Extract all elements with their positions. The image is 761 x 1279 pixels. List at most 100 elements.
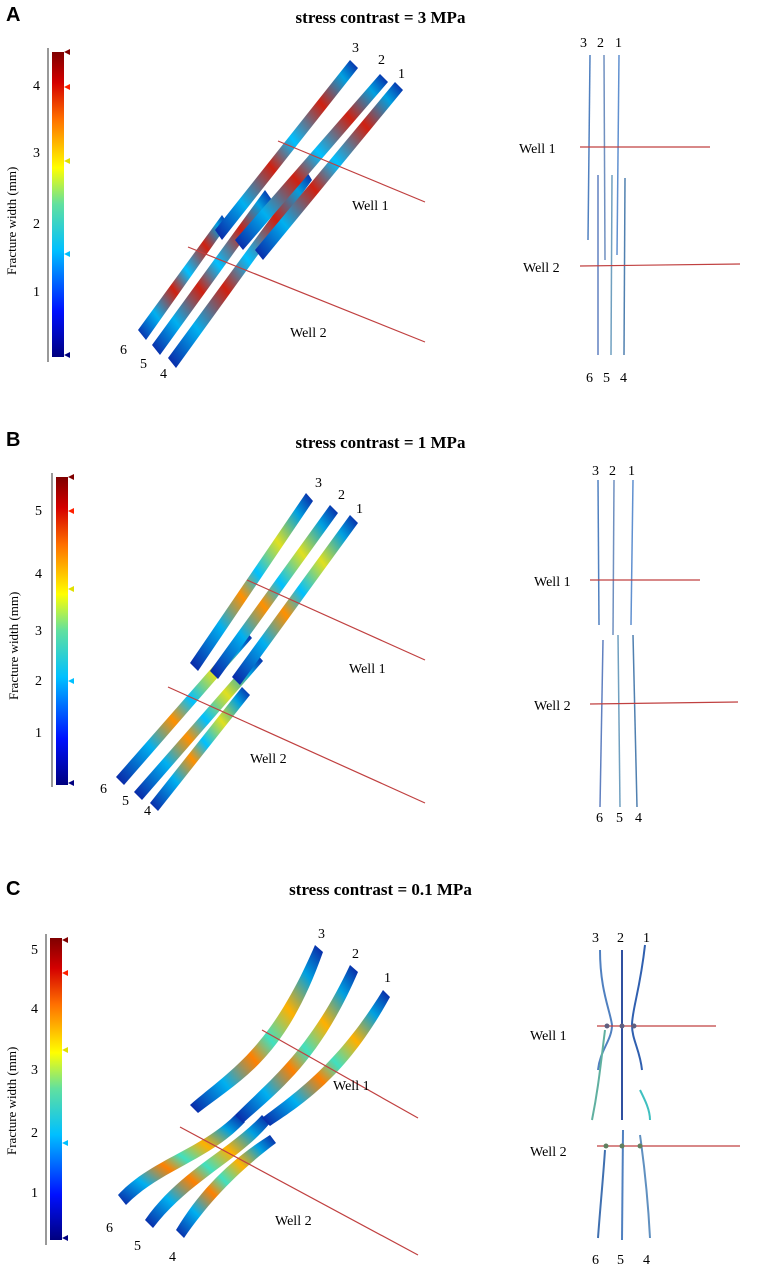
side-label: 1 [643,931,650,946]
side-label: 5 [616,811,623,826]
side-label: 6 [592,1253,599,1268]
side-well-2-line [579,263,741,267]
tick-label: 2 [33,217,40,232]
fracture-label: 4 [160,367,167,382]
fracture-label: 5 [140,357,147,372]
colorbar-min-marker [62,1235,68,1241]
tick-label: 5 [31,943,38,958]
colorbar-marker [62,1047,68,1053]
side-view [589,479,739,808]
fracture-label: 2 [338,488,345,503]
fracture-5 [145,1115,270,1228]
colorbar-marker [68,508,74,514]
fracture-2 [235,965,358,1123]
fracture-set [116,493,358,811]
side-well-label: Well 2 [534,699,571,714]
colorbar [52,52,64,357]
well-1-label: Well 1 [352,199,389,214]
colorbar-marker [68,586,74,592]
panel-title: stress contrast = 3 MPa [295,8,466,27]
well-1-line [277,140,426,203]
colorbar-marker [64,251,70,257]
colorbar-min-marker [68,780,74,786]
fracture-1 [232,515,358,685]
side-well-2-line [589,701,739,705]
colorbar-axis-label: Fracture width (mm) [4,167,19,275]
panel-c-figure: 1 2 3 4 5 Fracture width (mm) Well 1 Wel… [4,927,740,1268]
panel-b-figure: 1 2 3 4 5 Fracture width (mm) Well 1 Wel… [6,464,739,826]
colorbar-marker [68,678,74,684]
panel-b: B stress contrast = 1 MPa 1 2 3 4 5 Frac… [0,425,761,845]
fracture-4 [176,1135,276,1238]
side-label: 4 [620,371,627,386]
tick-label: 1 [31,1186,38,1201]
fracture-6 [138,215,228,340]
side-label: 3 [580,36,587,51]
fracture-4 [150,687,250,811]
panel-a-figure: 1 2 3 4 Fracture width (mm) Well 1 Well … [4,36,741,386]
side-well-label: Well 2 [523,261,560,276]
side-view [579,54,741,356]
fracture-6 [118,1115,245,1205]
tick-label: 3 [31,1063,38,1078]
fracture-label: 1 [384,971,391,986]
panel-c: C stress contrast = 0.1 MPa 1 2 3 4 5 Fr… [0,850,761,1279]
fracture-1 [262,990,390,1126]
fracture-5 [134,653,263,800]
tick-label: 4 [35,567,42,582]
colorbar-marker [64,84,70,90]
side-label: 2 [597,36,604,51]
tick-label: 3 [35,624,42,639]
colorbar-axis-label: Fracture width (mm) [4,1047,19,1155]
fracture-label: 5 [134,1239,141,1254]
fracture-4 [168,170,312,368]
fracture-label: 3 [318,927,325,942]
fracture-label: 4 [169,1250,176,1265]
fracture-1 [255,82,403,260]
fracture-5 [152,190,272,355]
tick-label: 5 [35,504,42,519]
well-2-line [187,246,426,343]
fracture-label: 2 [352,947,359,962]
tick-label: 1 [35,726,42,741]
colorbar-marker [62,1140,68,1146]
side-well-label: Well 1 [530,1029,567,1044]
well-1-label: Well 1 [349,662,386,677]
fracture-label: 3 [352,41,359,56]
side-label: 4 [643,1253,650,1268]
panel-letter: C [6,878,21,900]
fracture-label: 1 [356,502,363,517]
colorbar-max-marker [68,474,74,480]
well-1-label: Well 1 [333,1079,370,1094]
colorbar-marker [62,970,68,976]
fracture-3 [190,945,323,1113]
panel-title: stress contrast = 0.1 MPa [289,880,472,899]
side-well-label: Well 1 [519,142,556,157]
tick-label: 4 [33,79,40,94]
fracture-set [118,945,390,1238]
tick-label: 4 [31,1002,38,1017]
colorbar [56,477,68,785]
tick-label: 2 [35,674,42,689]
panel-letter: B [6,429,21,451]
side-label: 5 [603,371,610,386]
fracture-label: 3 [315,476,322,491]
fracture-label: 5 [122,794,129,809]
colorbar-axis-label: Fracture width (mm) [6,592,21,700]
tick-label: 2 [31,1126,38,1141]
side-label: 3 [592,464,599,479]
fracture-label: 2 [378,53,385,68]
fracture-label: 6 [120,343,127,358]
side-well-label: Well 2 [530,1145,567,1160]
fracture-label: 1 [398,67,405,82]
panel-a: A stress contrast = 3 MPa 1 2 3 [0,0,761,420]
side-label: 2 [609,464,616,479]
colorbar-max-marker [64,49,70,55]
well-2-label: Well 2 [250,752,287,767]
well-2-line [179,1126,419,1256]
fracture-3 [215,60,358,240]
fracture-label: 6 [100,782,107,797]
panel-title: stress contrast = 1 MPa [295,433,466,452]
tick-label: 3 [33,146,40,161]
colorbar-marker [64,158,70,164]
